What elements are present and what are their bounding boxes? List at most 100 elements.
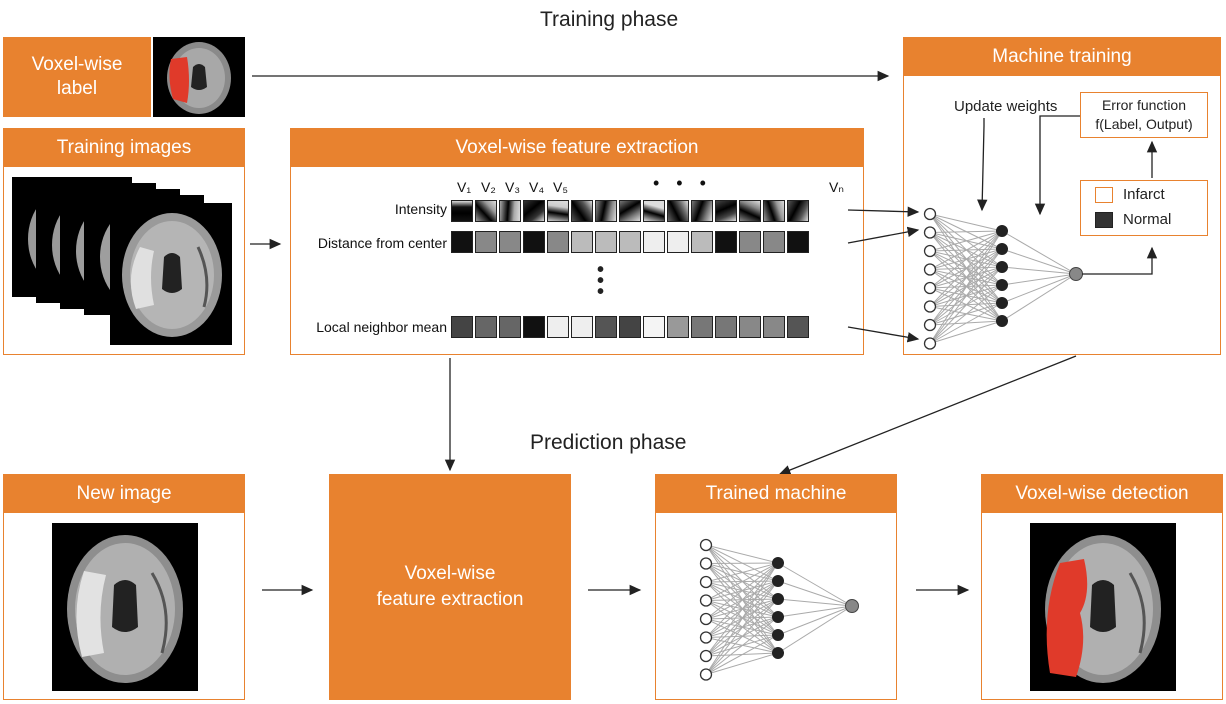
input-node	[699, 538, 713, 552]
distance-cell	[475, 231, 497, 253]
input-node	[923, 263, 937, 276]
neighbor-cell	[523, 316, 545, 338]
intensity-cell	[595, 200, 617, 222]
network-edge	[777, 605, 853, 618]
network-edge	[1001, 230, 1077, 275]
network-edge	[705, 544, 779, 564]
vector-label-ellipsis: • • •	[653, 173, 712, 193]
network-edge	[1001, 273, 1077, 286]
neighbor-cell	[715, 316, 737, 338]
intensity-cell	[547, 200, 569, 222]
input-node	[923, 281, 937, 295]
network-edge	[777, 580, 853, 607]
hidden-node	[996, 279, 1008, 291]
hidden-node	[996, 297, 1008, 309]
neighbor-cell	[571, 316, 593, 338]
feature-extraction-panel: Voxel-wise feature extraction V₁ V₂ V₃ V…	[290, 128, 864, 355]
distance-cell	[739, 231, 761, 253]
machine-to-trained-arrow	[778, 355, 1077, 475]
network-edge	[929, 302, 1003, 344]
input-node	[923, 226, 937, 239]
network-edge	[705, 562, 779, 583]
input-node	[923, 244, 937, 258]
error-function-line1: Error function	[1101, 97, 1187, 113]
input-node	[699, 631, 713, 644]
network-edge	[777, 598, 853, 607]
error-function-box: Error function f(Label, Output)	[1080, 92, 1208, 138]
input-node	[699, 612, 713, 626]
training-phase-title: Training phase	[540, 8, 679, 31]
voxel-label-panel: Voxel-wise label	[3, 37, 245, 119]
vector-label-v1: V₁	[457, 179, 472, 195]
input-node	[923, 207, 937, 221]
training-network-diagram	[923, 115, 1158, 350]
machine-training-panel: Machine training Update weights Error fu…	[903, 37, 1221, 355]
vector-label-v5: V₅	[553, 179, 568, 195]
new-brain-image	[52, 523, 198, 691]
input-node	[699, 668, 713, 681]
network-edge	[929, 230, 1003, 344]
network-edge	[1001, 273, 1077, 304]
neighbor-arrow	[847, 326, 920, 343]
neighbor-cell	[595, 316, 617, 338]
distance-cell	[787, 231, 809, 253]
prediction-extraction-panel: Voxel-wise feature extraction	[329, 474, 571, 700]
new-image-panel: New image	[3, 474, 245, 700]
normal-label: Normal	[1123, 211, 1172, 228]
network-edge	[705, 562, 779, 620]
voxel-label-line2: label	[56, 78, 98, 99]
neighbor-cell	[451, 316, 473, 338]
row-label-intensity: Intensity	[394, 201, 447, 217]
prediction-phase-title: Prediction phase	[530, 431, 687, 454]
hidden-node	[772, 629, 784, 641]
network-edge	[929, 284, 1003, 344]
hidden-node	[772, 647, 784, 659]
network-edge	[929, 230, 1003, 326]
new-image-title: New image	[4, 475, 244, 513]
feature-extraction-title: Voxel-wise feature extraction	[291, 129, 863, 167]
intensity-cell	[451, 200, 473, 222]
network-edge	[1001, 266, 1077, 275]
intensity-cell	[643, 200, 665, 222]
intensity-cell	[475, 200, 497, 222]
neighbor-strip	[451, 316, 809, 338]
legend-box: Infarct Normal	[1080, 180, 1208, 236]
input-node	[699, 649, 713, 663]
distance-strip	[451, 231, 809, 253]
prediction-extraction-line2: feature extraction	[376, 589, 524, 610]
input-node	[699, 557, 713, 570]
network-edge	[929, 230, 1003, 233]
network-edge	[705, 562, 779, 564]
network-edge	[929, 230, 1003, 289]
neighbor-cell	[739, 316, 761, 338]
intensity-strip	[451, 200, 809, 222]
input-node	[699, 575, 713, 589]
network-edge	[1001, 273, 1077, 322]
prediction-extraction-line1: Voxel-wise	[404, 563, 496, 584]
intensity-arrow	[847, 206, 920, 217]
hidden-node	[772, 593, 784, 605]
update-weights-arrow-2	[1034, 115, 1080, 216]
vector-label-v3: V₃	[505, 179, 521, 195]
intensity-cell	[715, 200, 737, 222]
network-edge	[705, 562, 779, 601]
input-node	[923, 318, 937, 332]
neighbor-cell	[763, 316, 785, 338]
normal-swatch	[1095, 212, 1113, 228]
intensity-cell	[667, 200, 689, 222]
hidden-node	[996, 315, 1008, 327]
input-node	[699, 594, 713, 607]
output-to-legend-arrow	[1082, 246, 1158, 275]
network-edge	[1001, 248, 1077, 275]
distance-cell	[547, 231, 569, 253]
hidden-node	[996, 261, 1008, 273]
update-weights-label: Update weights	[954, 98, 1058, 115]
hidden-node	[772, 611, 784, 623]
trained-machine-panel: Trained machine	[655, 474, 897, 700]
intensity-cell	[571, 200, 593, 222]
voxel-detection-title: Voxel-wise detection	[982, 475, 1222, 513]
network-edge	[777, 605, 853, 636]
error-function-line2: f(Label, Output)	[1095, 116, 1193, 132]
network-edge	[777, 562, 853, 607]
network-edge	[705, 562, 779, 638]
